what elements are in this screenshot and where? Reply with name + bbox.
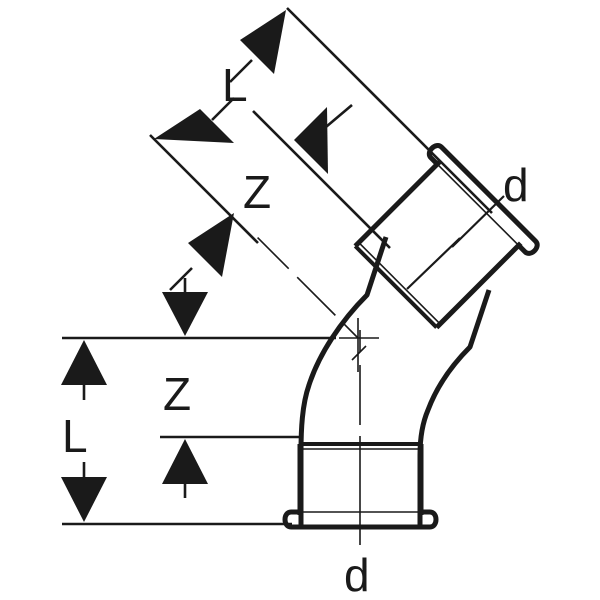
angled-socket-lower-edge (434, 241, 523, 330)
diameter-leader-angled (451, 195, 505, 248)
angled-socket-shoulder-inner (358, 242, 441, 325)
diagonal-L-arrow-upper-tail (229, 59, 253, 83)
diagonal-L-extension-line (149, 134, 259, 244)
dimension-label-diagonal-Z: Z (243, 166, 271, 218)
vertical-Z-arrow-up (162, 439, 208, 484)
diagonal-L-dimension-line (286, 7, 493, 214)
vertical-dimensions (61, 278, 336, 526)
angled-socket (353, 143, 540, 330)
diameter-leader-angled-extension (406, 237, 461, 290)
diameter-label-angled-socket: d (503, 159, 529, 211)
centre-line-angled (257, 237, 359, 339)
angled-socket-bead (426, 143, 540, 256)
elbow-outer-wall (298, 236, 389, 525)
centre-cross-mark-a (351, 345, 367, 361)
angled-socket-bead-inner-line (431, 158, 525, 251)
dimension-label-diagonal-L: L (222, 59, 248, 111)
dimension-label-vertical-Z: Z (163, 368, 191, 420)
diagonal-Z-arrow-upper-tail (319, 104, 353, 133)
vertical-L-arrow-down (61, 477, 107, 522)
diameter-label-bottom-socket: d (344, 549, 370, 600)
diagonal-dimensions (149, 7, 493, 291)
diameter-leaders (406, 195, 505, 290)
diagonal-Z-arrow-lower (188, 213, 234, 277)
diagonal-L-arrow-lower-tail (211, 97, 235, 121)
angled-socket-shoulder (353, 244, 438, 329)
diagonal-Z-dimension-line (252, 110, 391, 249)
diagonal-L-arrow-upper (240, 10, 286, 74)
diagonal-L-arrow-lower (154, 109, 234, 143)
dimension-label-vertical-L: L (62, 410, 88, 462)
centre-lines (257, 237, 379, 545)
diagonal-Z-arrow-lower-tail (169, 267, 193, 291)
diagonal-Z-arrow-upper (294, 107, 328, 174)
vertical-Z-arrow-down (162, 292, 208, 336)
vertical-L-arrow-up (61, 340, 107, 385)
angled-socket-upper-edge (353, 160, 442, 248)
